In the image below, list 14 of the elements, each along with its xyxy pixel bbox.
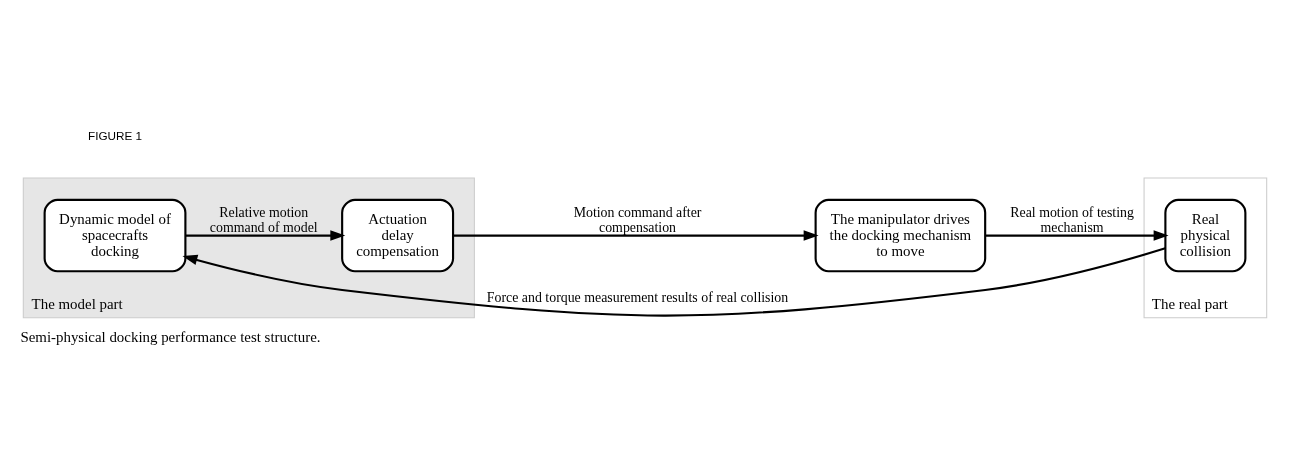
arrow bbox=[182, 246, 1166, 317]
node-box: The manipulator drives the docking mechanism to move bbox=[814, 198, 987, 272]
label: FIGURE 1 bbox=[87, 128, 143, 142]
caption: Semi-physical docking performance test structure. bbox=[20, 328, 321, 345]
edge-label: Real motion of testing mechanism bbox=[1010, 204, 1134, 235]
edge-label: Motion command after compensation bbox=[573, 204, 702, 235]
edge-label: Relative motion command of model bbox=[209, 204, 318, 235]
arrow bbox=[985, 229, 1169, 241]
node-box: Real physical collision bbox=[1164, 198, 1247, 272]
edge-label: Force and torque measurement results of real collision bbox=[486, 289, 789, 305]
arrow bbox=[185, 229, 346, 241]
node-box: Dynamic model of spacecrafts docking bbox=[43, 198, 187, 272]
node-box: Actuation delay compensation bbox=[341, 198, 455, 272]
arrow bbox=[453, 229, 819, 241]
